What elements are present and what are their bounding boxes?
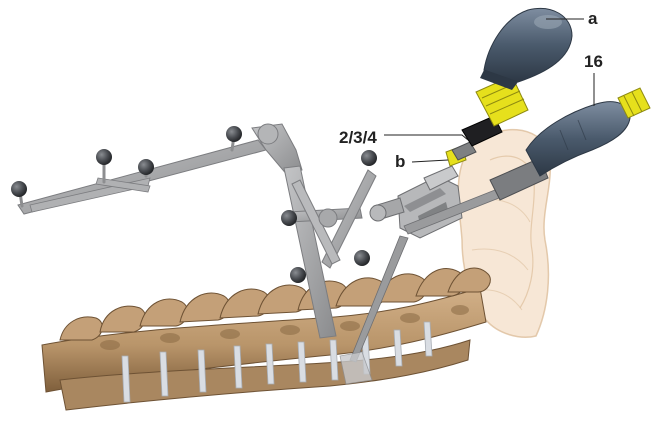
marker-sphere-icon xyxy=(96,149,112,165)
marker-sphere-icon xyxy=(354,250,370,266)
callout-a: a xyxy=(588,10,597,27)
marker-sphere-icon xyxy=(226,126,242,142)
callout-2-3-4: 2/3/4 xyxy=(339,129,377,146)
marker-sphere-icon xyxy=(11,181,27,197)
callout-b: b xyxy=(395,153,405,170)
marker-sphere-icon xyxy=(361,150,377,166)
marker-sphere-icon xyxy=(290,267,306,283)
marker-sphere-icon xyxy=(138,159,154,175)
spine xyxy=(42,268,490,410)
marker-sphere-icon xyxy=(281,210,297,226)
callout-16: 16 xyxy=(584,53,603,70)
